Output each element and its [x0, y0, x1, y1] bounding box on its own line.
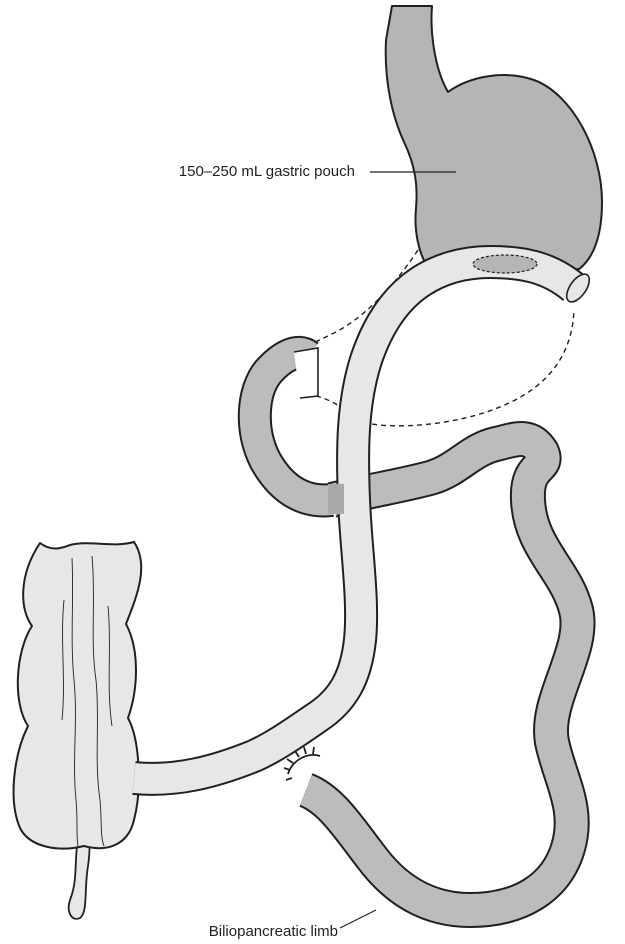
colon	[14, 542, 142, 919]
label-gastric-pouch: 150–250 mL gastric pouch	[179, 163, 355, 180]
limb-crossing	[328, 484, 344, 514]
gastrojejunal-anastomosis	[473, 255, 537, 273]
label-biliopancreatic-limb: Biliopancreatic limb	[209, 923, 338, 940]
colon-body	[14, 542, 142, 849]
leader-line-limb	[340, 910, 376, 928]
gastric-pouch	[386, 6, 602, 270]
label-limb-group: Biliopancreatic limb	[209, 910, 376, 940]
duodenum	[255, 348, 332, 500]
duodenum-cut-end	[294, 348, 318, 398]
alimentary-limb-fill	[134, 262, 574, 779]
stomach-body	[386, 6, 602, 270]
